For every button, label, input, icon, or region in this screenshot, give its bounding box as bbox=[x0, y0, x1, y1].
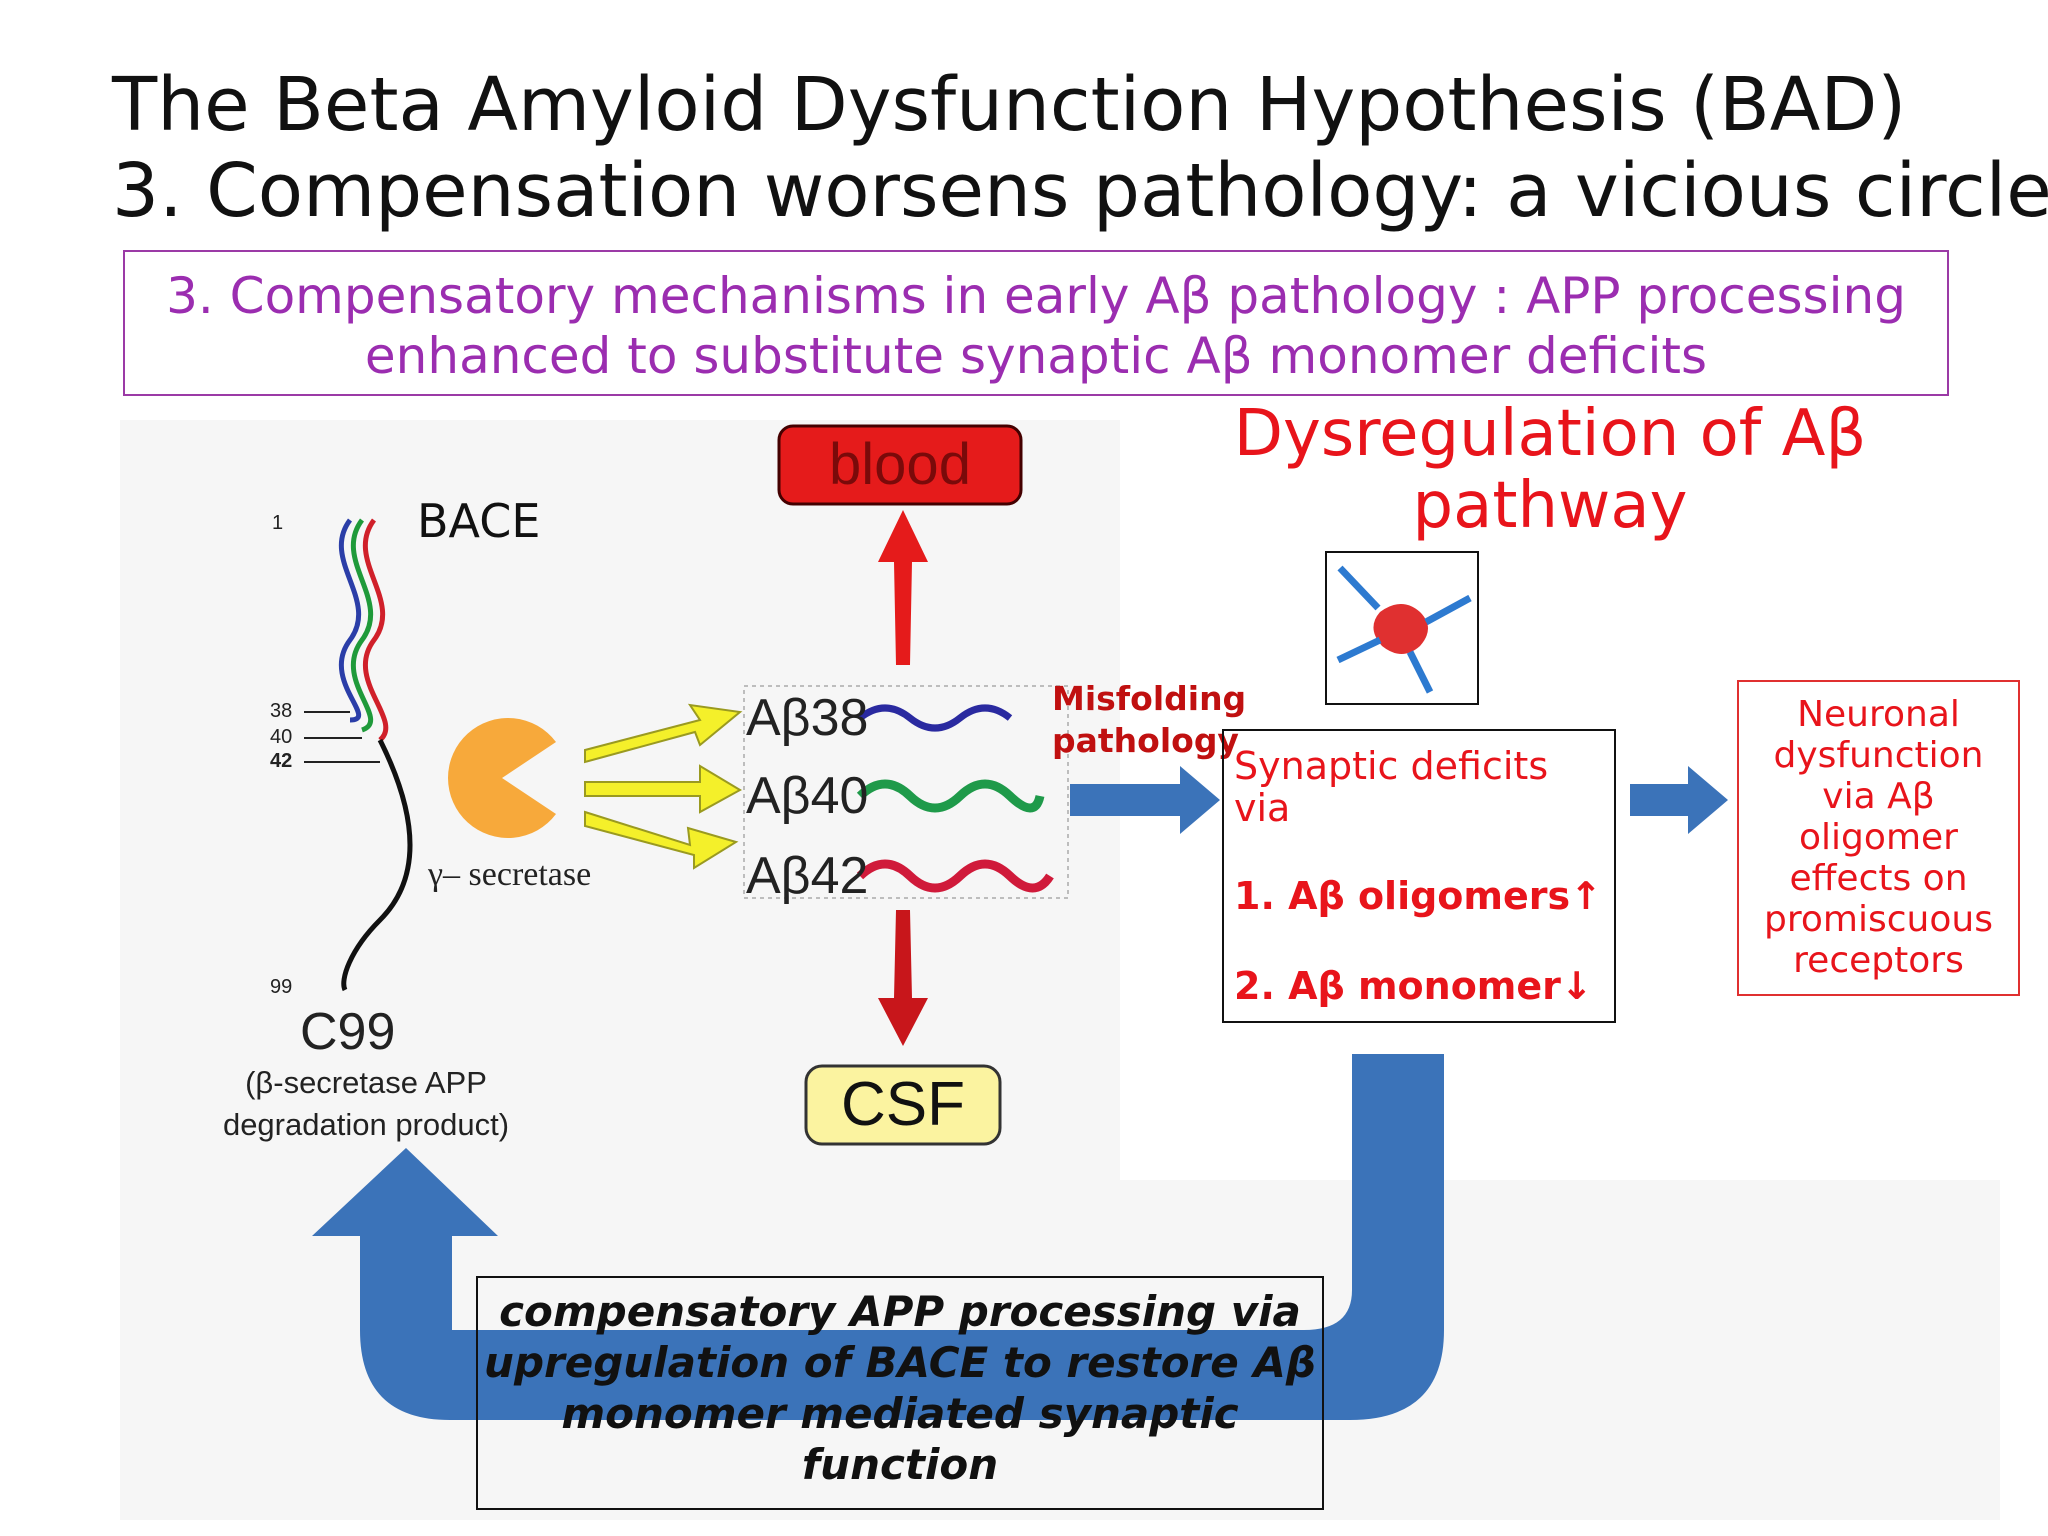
c99-description: (β-secretase APP degradation product) bbox=[206, 1062, 526, 1146]
ab42-wave bbox=[856, 859, 1054, 893]
c99-description-line-1: (β-secretase APP bbox=[245, 1065, 487, 1100]
peptide-ab38: Aβ38 bbox=[746, 689, 869, 747]
app-strands bbox=[338, 518, 389, 742]
tick-42: 42 bbox=[270, 750, 293, 772]
arrow-to-neuronal bbox=[1630, 766, 1728, 834]
synaptic-item-monomer: 2. Aβ monomer↓ bbox=[1234, 964, 1593, 1008]
compensatory-line: function bbox=[801, 1440, 999, 1489]
pacman-icon bbox=[448, 718, 556, 838]
gamma-secretase-label: γ– secretase bbox=[428, 856, 592, 893]
tick-99: 99 bbox=[270, 976, 293, 998]
arrow-to-blood bbox=[878, 510, 928, 665]
neuronal-line: effects on bbox=[1789, 858, 1968, 899]
peptide-ab42: Aβ42 bbox=[746, 847, 869, 905]
compensatory-line: compensatory APP processing via bbox=[499, 1287, 1301, 1336]
feedback-arrow bbox=[312, 1054, 1444, 1420]
tick-1: 1 bbox=[272, 512, 284, 534]
misfolding-line-1: Misfolding bbox=[1052, 679, 1247, 718]
neuronal-line: promiscuous bbox=[1764, 899, 1993, 940]
blood-label: blood bbox=[829, 432, 971, 497]
peptide-ab40: Aβ40 bbox=[746, 767, 869, 825]
title-line-2: 3. Compensation worsens pathology: a vic… bbox=[112, 148, 2048, 234]
tick-40: 40 bbox=[270, 726, 293, 748]
arrow-to-synaptic bbox=[1070, 766, 1220, 834]
synaptic-deficits-box: Synaptic deficits via 1. Aβ oligomers↑ 2… bbox=[1222, 729, 1616, 1023]
misfolding-line-2: pathology bbox=[1052, 721, 1239, 760]
misfolding-label: Misfolding pathology bbox=[1052, 678, 1246, 762]
neuronal-line: receptors bbox=[1793, 940, 1964, 981]
ab40-wave bbox=[856, 779, 1045, 813]
arrow-to-csf bbox=[878, 910, 928, 1046]
neuronal-line: via Aβ bbox=[1822, 776, 1935, 817]
dysregulation-title: Dysregulation of Aβ pathway bbox=[1210, 398, 1890, 542]
compensatory-line: upregulation of BACE to restore Aβ bbox=[484, 1338, 1316, 1387]
neuronal-line: dysfunction bbox=[1773, 735, 1984, 776]
synaptic-line-1: Synaptic deficits bbox=[1234, 744, 1549, 788]
c99-label: C99 bbox=[300, 1003, 396, 1061]
subtitle-box: 3. Compensatory mechanisms in early Aβ p… bbox=[123, 250, 1949, 396]
title-line-1: The Beta Amyloid Dysfunction Hypothesis … bbox=[112, 62, 1907, 148]
dysregulation-line-2: pathway bbox=[1412, 469, 1688, 543]
subtitle-line-1: 3. Compensatory mechanisms in early Aβ p… bbox=[166, 267, 1906, 325]
ab38-wave bbox=[857, 704, 1013, 732]
subtitle-line-2: enhanced to substitute synaptic Aβ monom… bbox=[364, 327, 1708, 385]
synaptic-line-2: via bbox=[1234, 786, 1291, 830]
csf-label: CSF bbox=[841, 1070, 965, 1139]
neuronal-line: Neuronal bbox=[1797, 694, 1960, 735]
blood-box bbox=[777, 424, 1023, 506]
c99-description-line-2: degradation product) bbox=[222, 1107, 510, 1142]
compensatory-box: compensatory APP processing via upregula… bbox=[476, 1276, 1324, 1510]
csf-box bbox=[804, 1064, 1002, 1146]
synaptic-item-oligomers: 1. Aβ oligomers↑ bbox=[1234, 874, 1602, 918]
c99-tail bbox=[341, 738, 413, 992]
slide-title: The Beta Amyloid Dysfunction Hypothesis … bbox=[112, 62, 2048, 234]
tick-38: 38 bbox=[270, 700, 293, 722]
neuronal-line: oligomer bbox=[1799, 817, 1958, 858]
bace-label: BACE bbox=[417, 494, 541, 548]
cleavage-arrows bbox=[584, 703, 743, 870]
neuronal-dysfunction-box: Neuronal dysfunction via Aβ oligomer eff… bbox=[1737, 680, 2020, 996]
oligomer-icon bbox=[1336, 565, 1472, 694]
compensatory-line: monomer mediated synaptic bbox=[561, 1389, 1239, 1438]
dysregulation-line-1: Dysregulation of Aβ bbox=[1233, 397, 1867, 471]
